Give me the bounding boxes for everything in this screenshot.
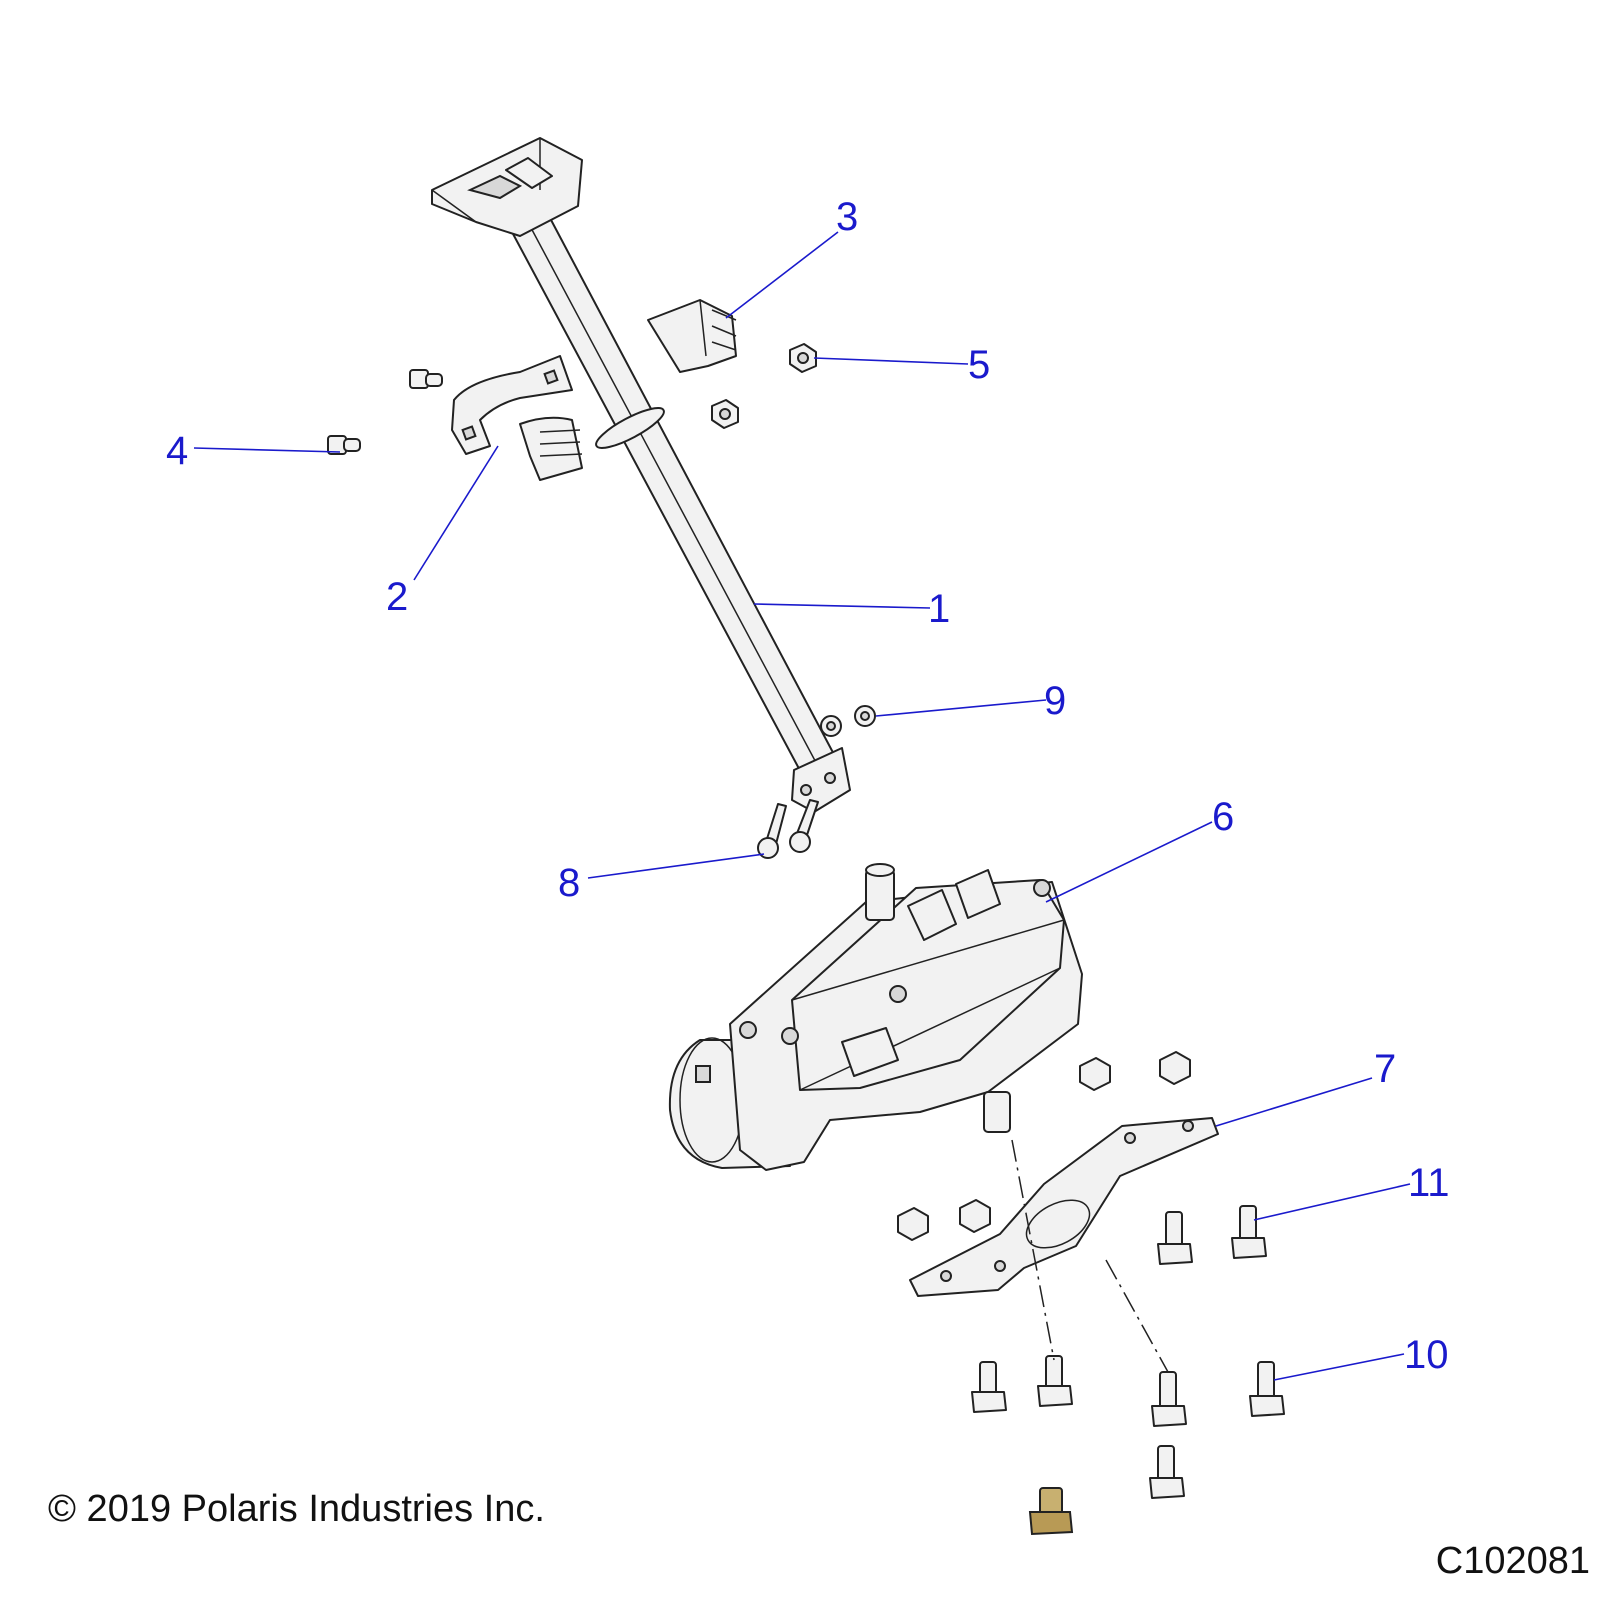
plate-nut-a: [1079, 1057, 1111, 1091]
leader-4: [193, 447, 341, 453]
bolt-upper-left: [409, 369, 443, 389]
leader-lines: [193, 231, 1411, 1381]
power-steering-unit: [668, 863, 1083, 1171]
brass-plug: [1028, 1487, 1074, 1536]
bushing-lower: [519, 416, 583, 481]
centerline-a: [1011, 1139, 1055, 1361]
callout-2: 2: [386, 575, 408, 619]
bolt-10-b: [1037, 1355, 1073, 1407]
steering-column: [431, 137, 851, 813]
leader-5: [813, 357, 969, 365]
leader-10: [1273, 1353, 1405, 1381]
bushing-upper: [647, 299, 737, 373]
nut-middle: [711, 399, 739, 429]
bolt-10-a: [971, 1361, 1007, 1413]
callout-7: 7: [1374, 1047, 1396, 1091]
screw-a: [757, 803, 787, 859]
bolt-10-c: [1151, 1371, 1187, 1427]
leader-8: [587, 853, 765, 879]
leader-7: [1215, 1077, 1373, 1127]
bolt-10-e: [1149, 1445, 1185, 1499]
leader-2: [413, 445, 499, 581]
callout-3: 3: [836, 195, 858, 239]
nut-upper: [789, 343, 817, 373]
callout-11: 11: [1408, 1161, 1450, 1205]
callout-10: 10: [1404, 1333, 1449, 1377]
leader-11: [1253, 1183, 1411, 1221]
plate-nut-d: [959, 1199, 991, 1233]
small-nut-b: [854, 705, 876, 727]
callout-1: 1: [928, 587, 950, 631]
callout-5: 5: [968, 343, 990, 387]
centerline-b: [1105, 1259, 1169, 1373]
leader-9: [875, 699, 1047, 717]
bolt-10-d: [1249, 1361, 1285, 1417]
drawing-id: C102081: [1435, 1540, 1590, 1582]
callout-8: 8: [558, 861, 580, 905]
bolt-11-a: [1157, 1211, 1193, 1265]
callout-4: 4: [166, 429, 188, 473]
bolt-11-b: [1231, 1205, 1267, 1259]
leader-3: [725, 231, 839, 319]
small-nut-a: [820, 715, 842, 737]
copyright-notice: © 2019 Polaris Industries Inc.: [48, 1488, 545, 1530]
mounting-plate: [909, 1117, 1219, 1297]
bolt-left: [327, 435, 361, 455]
leader-6: [1045, 821, 1213, 903]
callout-9: 9: [1044, 679, 1066, 723]
plate-nut-c: [897, 1207, 929, 1241]
clamp: [451, 355, 573, 455]
plate-nut-b: [1159, 1051, 1191, 1085]
callout-6: 6: [1212, 795, 1234, 839]
leader-1: [753, 603, 931, 609]
screw-b: [789, 799, 819, 853]
